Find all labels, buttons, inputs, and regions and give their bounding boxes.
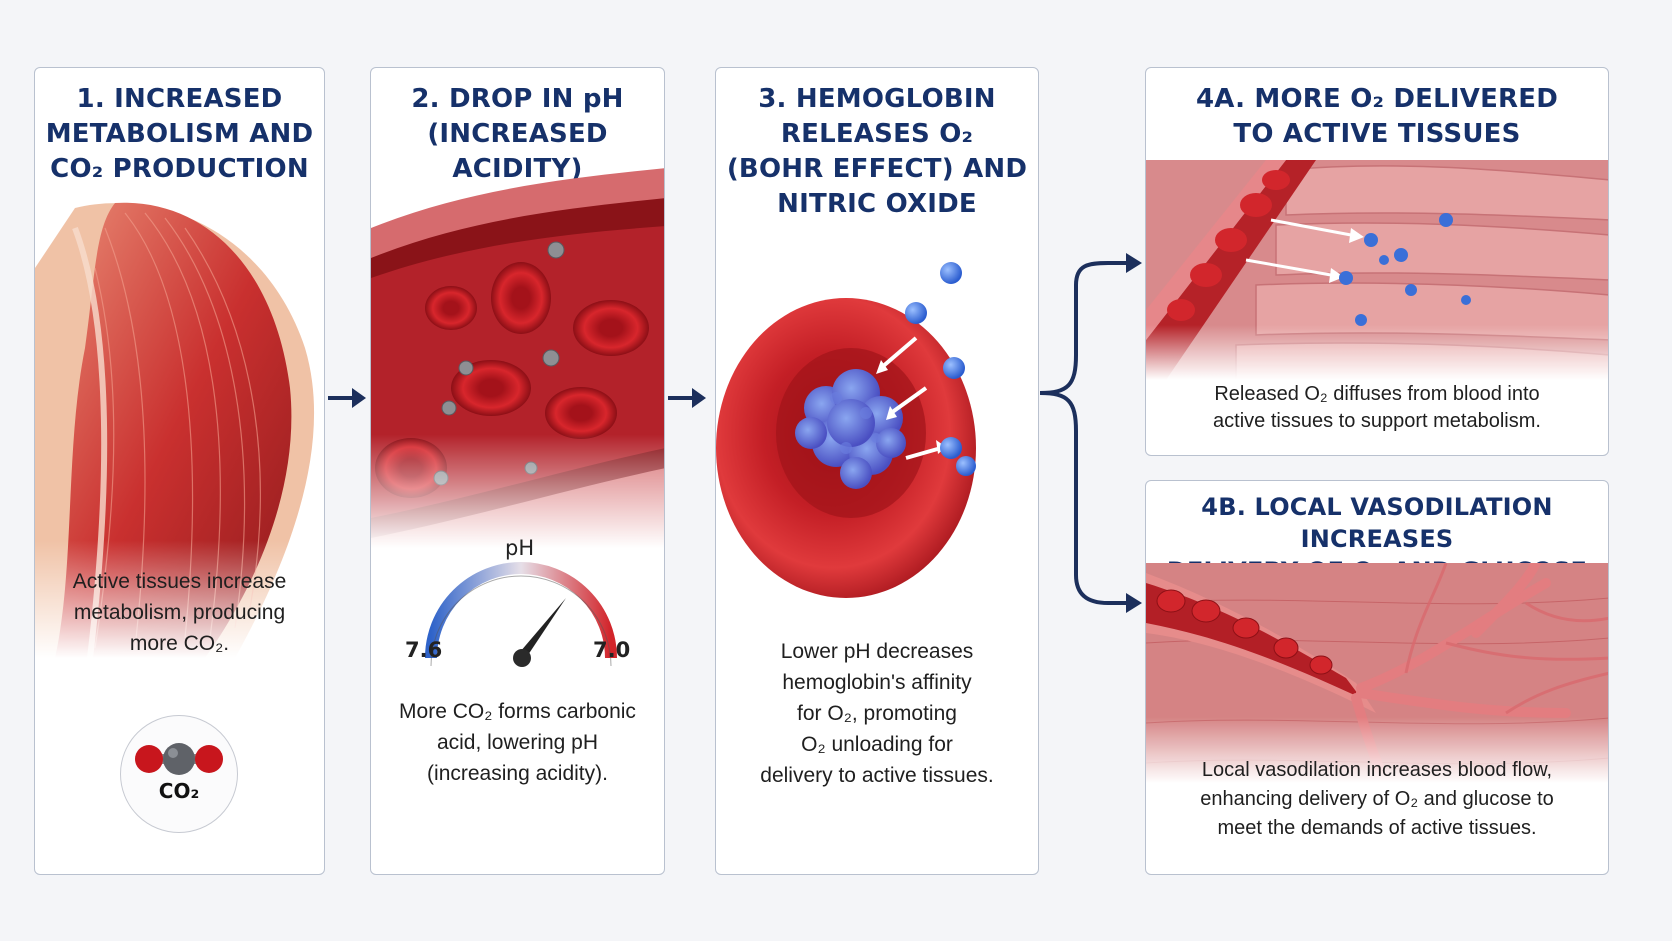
panel-1-description: Active tissues increase metabolism, prod… [35, 566, 324, 659]
panel-drop-in-ph: 2. DROP IN pH (INCREASED ACIDITY) [370, 67, 665, 875]
panel-3-desc-line: hemoglobin's affinity [782, 671, 972, 694]
panel-1-desc-line: Active tissues increase [72, 570, 287, 593]
ph-gauge [425, 562, 617, 667]
panel-2-desc-line: More CO₂ forms carbonic [399, 700, 636, 723]
panel-2-description: More CO₂ forms carbonic acid, lowering p… [371, 696, 664, 789]
flow-arrow-2-to-3 [668, 388, 706, 408]
panel-4b-desc-line: enhancing delivery of O₂ and glucose to [1200, 788, 1554, 810]
panel-2-title-line: 2. DROP IN pH [411, 84, 624, 114]
panel-3-title-line: NITRIC OXIDE [777, 189, 977, 219]
co2-molecule-label: CO₂ [158, 779, 200, 803]
panel-4a-title-line: TO ACTIVE TISSUES [1233, 119, 1521, 149]
panel-2-desc-line: acid, lowering pH [436, 731, 599, 754]
muscle-illustration [35, 188, 324, 658]
panel-4b-title-line: 4B. LOCAL VASODILATION INCREASES [1201, 493, 1553, 553]
panel-4a-title-line: 4A. MORE O₂ DELIVERED [1195, 84, 1558, 114]
panel-4b-desc-line: meet the demands of active tissues. [1217, 817, 1537, 839]
panel-3-description: Lower pH decreases hemoglobin's affinity… [716, 636, 1038, 791]
panel-more-o2-delivered: 4A. MORE O₂ DELIVERED TO ACTIVE TISSUES [1145, 67, 1609, 456]
panel-4a-description: Released O₂ diffuses from blood into act… [1146, 381, 1608, 435]
panel-4a-desc-line: active tissues to support metabolism. [1213, 410, 1541, 432]
ph-gauge-min-label: 7.6 [405, 638, 443, 662]
blood-vessel-illustration [371, 168, 664, 548]
ph-gauge-needle [520, 598, 566, 658]
panel-3-desc-line: delivery to active tissues. [760, 764, 994, 787]
panel-3-title-line: 3. HEMOGLOBIN [758, 84, 996, 114]
panel-1-desc-line: more CO₂. [129, 632, 230, 655]
panel-increased-metabolism: 1. INCREASED METABOLISM AND CO₂ PRODUCTI… [34, 67, 325, 875]
panel-4a-desc-line: Released O₂ diffuses from blood into [1214, 383, 1540, 405]
branch-arrow-to-4a-4b [1039, 253, 1142, 613]
panel-3-desc-line: for O₂, promoting [797, 702, 957, 725]
panel-1-title-line: METABOLISM AND [45, 119, 314, 149]
panel-1-title-line: CO₂ PRODUCTION [50, 154, 309, 184]
co2-molecule-badge: CO₂ [120, 715, 238, 833]
panel-1-title-line: 1. INCREASED [76, 84, 283, 114]
panel-4a-title: 4A. MORE O₂ DELIVERED TO ACTIVE TISSUES [1146, 82, 1608, 152]
panel-4b-desc-line: Local vasodilation increases blood flow, [1201, 759, 1553, 781]
panel-3-desc-line: O₂ unloading for [801, 733, 953, 756]
panel-1-title: 1. INCREASED METABOLISM AND CO₂ PRODUCTI… [35, 82, 324, 187]
ph-gauge-max-label: 7.0 [593, 638, 631, 662]
co2-molecule-icon [135, 743, 223, 775]
vasodilation-illustration [1146, 563, 1608, 783]
panel-3-desc-line: Lower pH decreases [780, 640, 974, 663]
flow-arrow-1-to-2 [328, 388, 366, 408]
panel-2-desc-line: (increasing acidity). [427, 762, 608, 785]
panel-4b-description: Local vasodilation increases blood flow,… [1146, 756, 1608, 843]
red-blood-cell-illustration [716, 262, 976, 598]
ph-gauge-label: pH [505, 536, 535, 560]
panel-hemoglobin-releases-o2: 3. HEMOGLOBIN RELEASES O₂ (BOHR EFFECT) … [715, 67, 1039, 875]
panel-3-title: 3. HEMOGLOBIN RELEASES O₂ (BOHR EFFECT) … [716, 82, 1038, 222]
panel-1-desc-line: metabolism, producing [73, 601, 286, 624]
panel-local-vasodilation: 4B. LOCAL VASODILATION INCREASES DELIVER… [1145, 480, 1609, 875]
panel-3-title-line: (BOHR EFFECT) AND [726, 154, 1028, 184]
panel-3-title-line: RELEASES O₂ [780, 119, 974, 149]
tissue-oxygen-illustration [1146, 160, 1608, 380]
